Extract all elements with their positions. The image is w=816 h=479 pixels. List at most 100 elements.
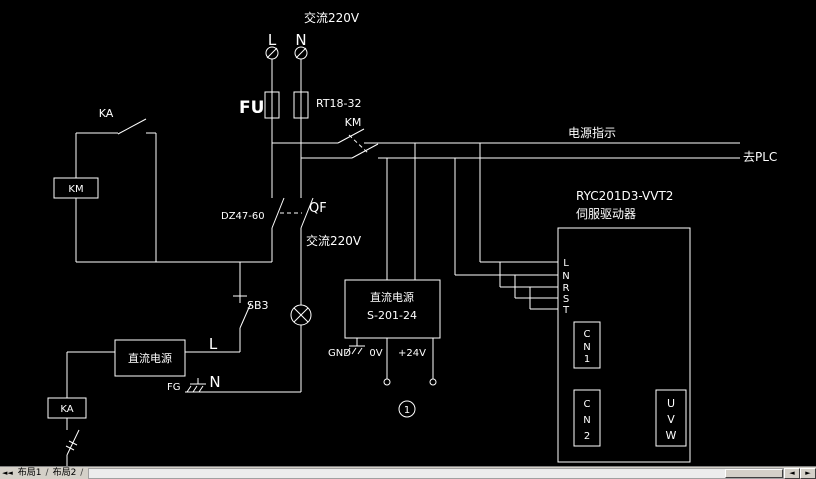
tab-nav-buttons-icon[interactable]: ◄◄ [2,469,13,477]
ac-after-breaker-label: 交流220V [306,233,362,248]
node-mark-circle [398,400,416,418]
contact-tick [65,445,75,451]
dc-supply-left-title: 直流电源 [128,351,172,365]
cn1-char: N [583,342,590,353]
ground-hatch [357,347,363,355]
to-plc-label: 去PLC [743,150,777,164]
cn2-char: 2 [584,431,590,442]
fuse-symbols [264,91,309,119]
ground-hatch [186,385,192,393]
layout-tab-bar: ◄◄ 布局1 / 布局2 / ◄ ► [0,466,816,479]
fuse-model-label: RT18-32 [316,97,362,110]
cn2-connector-box [573,389,601,447]
breaker-model-label: DZ47-60 [221,211,265,222]
servo-drive-box [557,227,691,463]
breaker-label: QF [309,201,327,216]
uvw-terminal-box [655,389,687,447]
km-coil-box [53,177,99,199]
phase-n-label: N [295,31,306,49]
servo-model-label: RYC201D3-VVT2 [576,189,673,203]
cn1-connector-box [573,321,601,369]
uvw-char: W [666,429,677,442]
lamp-cross [293,307,309,323]
servo-terminal-label: L [563,258,569,269]
dc-supply-left-box [114,339,186,377]
terminal-slash [266,47,278,59]
km-contact-label: KM [345,116,362,129]
servo-terminal-label: N [562,271,569,282]
ka-contact-symbol-bottom [65,429,80,456]
ka-coil-box [47,397,87,419]
fg-label: FG [167,382,181,393]
ac-supply-top-label: 交流220V [304,10,360,25]
tab-layout1[interactable]: 布局1 [17,468,42,478]
node-mark-number: 1 [404,405,410,416]
dc-supply-box [344,279,441,339]
power-indicator-label: 电源指示 [568,125,616,140]
contact-blade [351,143,379,159]
ground-hatch [192,385,198,393]
uvw-char: U [667,397,675,410]
ground-hatch [345,347,351,355]
ground-hatch [198,385,204,393]
out-l-label: L [209,335,218,353]
lamp-circle [290,304,312,326]
cn2-char: N [583,415,590,426]
tab-separator: / [80,468,84,478]
horizontal-scrollbar-thumb[interactable] [725,468,783,478]
ka-coil-label: KA [60,404,73,415]
schematic: 交流220V L N FU RT18-32 KM 电源指示 去PLC KA KM… [47,10,777,466]
supply-terminal-n-symbol [294,46,308,60]
fuse-label: FU [239,98,264,118]
output-terminal-24v [429,378,437,386]
pushbutton-label: SB3 [247,299,269,312]
breaker-blade [271,197,285,229]
fuse-body [264,91,280,119]
horizontal-scrollbar-track[interactable] [88,467,784,479]
ground-symbol-fg [186,378,206,393]
terminal-slash [295,47,307,59]
sb3-pushbutton-symbol [233,295,252,329]
ground-hatch [351,347,357,355]
contact-blade [337,128,365,144]
qf-breaker-symbol [271,197,314,229]
output-terminal-0v [383,378,391,386]
servo-terminal-label: S [563,294,569,305]
terminal-circle [294,46,308,60]
dc-output-terminals [383,378,437,418]
scroll-left-button[interactable]: ◄ [784,467,800,479]
phase-l-label: L [268,31,277,49]
tab-separator: / [45,468,49,478]
terminal-circle [265,46,279,60]
zero-v-label: 0V [369,348,382,359]
km-contact-symbol [337,128,379,159]
cn1-char: C [584,329,591,340]
breaker-blade [300,197,314,229]
servo-name-label: 伺服驱动器 [576,207,636,221]
contact-tick [68,440,78,446]
ka-contact-symbol [117,118,147,135]
tab-layout2[interactable]: 布局2 [52,468,77,478]
ground-symbol-gnd [345,345,365,355]
fuse-body [293,91,309,119]
scroll-right-button[interactable]: ► [800,467,816,479]
contact-blade [117,118,147,135]
km-coil-label: KM [68,184,83,195]
indicator-lamp-symbol [290,304,312,326]
cn1-char: 1 [584,354,590,365]
plus-24v-label: +24V [398,348,426,359]
component-boxes [47,177,691,463]
uvw-char: V [667,413,675,426]
ka-contact-label: KA [99,107,114,120]
contact-linkage [348,134,369,154]
wires [66,59,740,466]
supply-terminal-l-symbol [265,46,279,60]
dc-supply-title: 直流电源 [370,290,414,304]
servo-terminal-label: T [562,305,570,316]
out-n-label: N [209,373,220,391]
dc-supply-model: S-201-24 [367,309,417,322]
cn2-char: C [584,399,591,410]
gnd-label: GND [328,348,351,359]
servo-terminal-label: R [563,283,570,294]
